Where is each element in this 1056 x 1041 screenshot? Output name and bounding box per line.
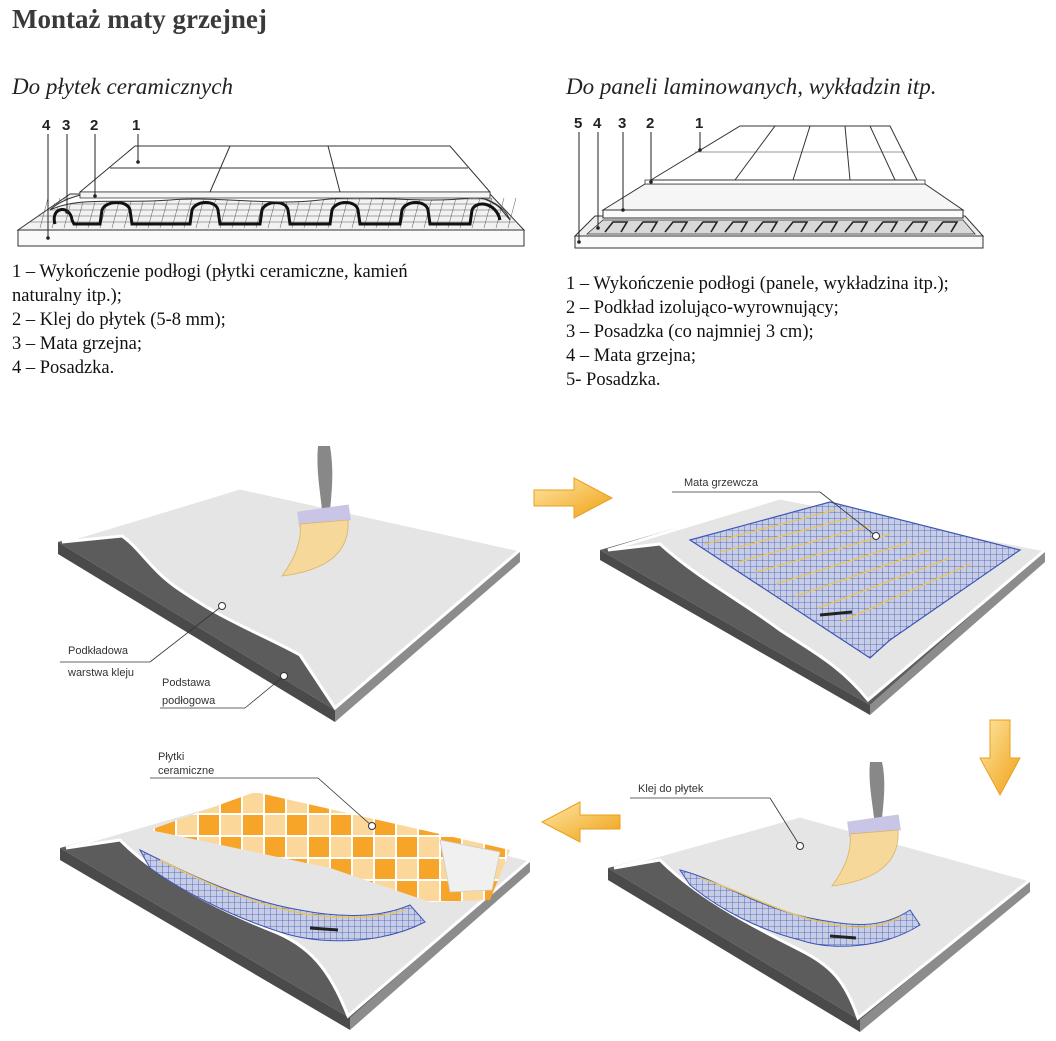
right-legend-line: 5- Posadzka. bbox=[566, 370, 661, 390]
step1-label-adhesive-line2: warstwa kleju bbox=[67, 667, 134, 679]
arrow-right-icon bbox=[533, 477, 614, 519]
right-number-1: 1 bbox=[695, 115, 703, 132]
tile-cross-section-diagram: 4 3 2 1 bbox=[16, 117, 526, 247]
right-legend-line: 3 – Posadzka (co najmniej 3 cm); bbox=[566, 322, 814, 342]
step3-label-adhesive: Klej do płytek bbox=[638, 783, 704, 795]
step1-label-adhesive-line1: Podkładowa bbox=[68, 645, 129, 657]
installation-steps-illustration: Podkładowa warstwa kleju Podstawa podłog… bbox=[58, 446, 1049, 1032]
right-legend-line: 2 – Podkład izolująco-wyrownujący; bbox=[566, 298, 839, 318]
step4-label-tiles-line1: Płytki bbox=[158, 751, 184, 763]
step4-panel: Płytki ceramiczne bbox=[60, 751, 534, 1030]
left-legend-line: 4 – Posadzka. bbox=[12, 358, 115, 378]
left-subtitle: Do płytek ceramicznych bbox=[12, 74, 233, 99]
left-legend: 1 – Wykończenie podłogi (płytki ceramicz… bbox=[12, 260, 408, 380]
panel-cross-section-diagram: 5 4 3 2 1 bbox=[573, 115, 985, 249]
step2-panel: Mata grzewcza bbox=[600, 477, 1049, 715]
left-legend-line: 3 – Mata grzejna; bbox=[12, 334, 142, 354]
arrow-left-icon bbox=[540, 801, 621, 843]
right-subtitle: Do paneli laminowanych, wykładzin itp. bbox=[566, 74, 937, 99]
right-legend-line: 1 – Wykończenie podłogi (panele, wykładz… bbox=[566, 274, 949, 294]
right-number-5: 5 bbox=[574, 115, 582, 132]
step2-label-mat: Mata grzewcza bbox=[684, 477, 759, 489]
left-number-3: 3 bbox=[62, 117, 70, 134]
step1-label-base-line2: podłogowa bbox=[162, 695, 216, 707]
step1-label-base-line1: Podstawa bbox=[162, 677, 211, 689]
step4-label-tiles-line2: ceramiczne bbox=[158, 765, 214, 777]
left-legend-line: 1 – Wykończenie podłogi (płytki ceramicz… bbox=[12, 262, 408, 282]
step3-panel: Klej do płytek bbox=[608, 762, 1034, 1032]
right-number-3: 3 bbox=[618, 115, 626, 132]
left-number-2: 2 bbox=[90, 117, 98, 134]
right-legend: 1 – Wykończenie podłogi (panele, wykładz… bbox=[566, 272, 949, 392]
left-legend-line: naturalny itp.); bbox=[12, 286, 122, 306]
right-number-2: 2 bbox=[646, 115, 654, 132]
left-number-1: 1 bbox=[132, 117, 140, 134]
left-number-4: 4 bbox=[42, 117, 51, 134]
right-legend-line: 4 – Mata grzejna; bbox=[566, 346, 696, 366]
page-title: Montaż maty grzejnej bbox=[12, 4, 267, 34]
left-legend-line: 2 – Klej do płytek (5-8 mm); bbox=[12, 310, 226, 330]
arrow-down-icon bbox=[979, 719, 1021, 797]
step1-panel: Podkładowa warstwa kleju Podstawa podłog… bbox=[58, 446, 524, 722]
right-number-4: 4 bbox=[593, 115, 602, 132]
